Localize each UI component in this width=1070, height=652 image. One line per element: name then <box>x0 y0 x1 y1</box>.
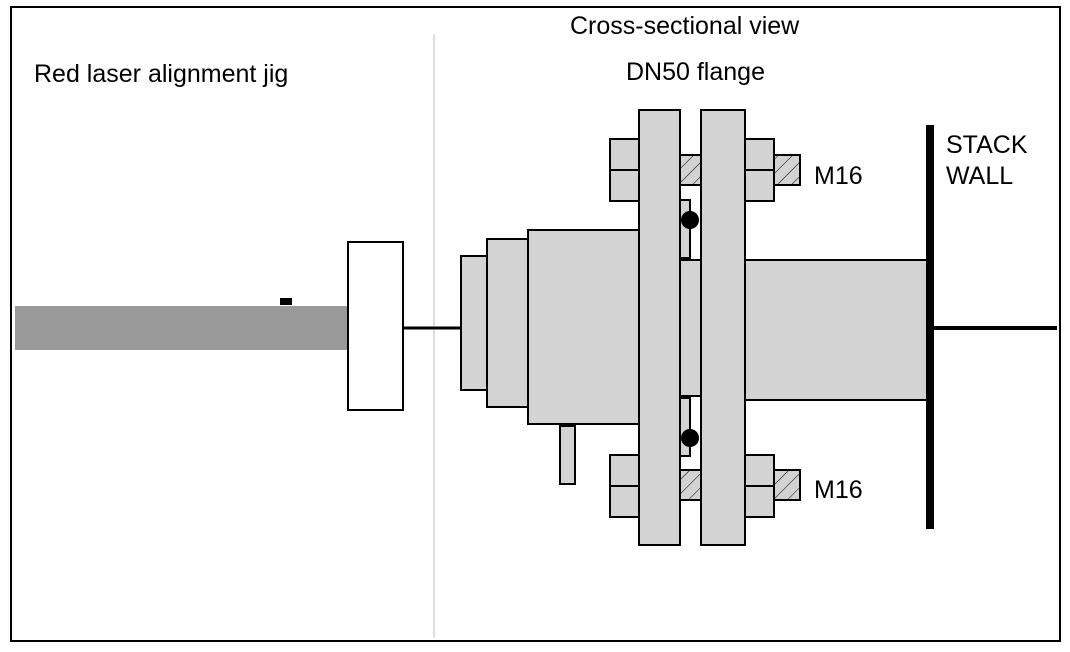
adapter-tab <box>559 425 576 485</box>
flange-label: DN50 flange <box>626 58 765 86</box>
bolt-label-bottom: M16 <box>814 476 863 504</box>
view-title: Cross-sectional view <box>570 12 800 40</box>
o-ring-top <box>681 211 699 229</box>
stack-pipe <box>744 259 929 401</box>
jig-label: Red laser alignment jig <box>34 60 289 88</box>
bolt-bottom <box>609 454 775 518</box>
jig-disc <box>347 241 404 411</box>
laser-jig <box>15 241 404 411</box>
adapter-step-1 <box>460 255 488 391</box>
flange-plate-right <box>700 109 746 546</box>
gasket-top <box>679 199 691 259</box>
adapter-body <box>460 229 641 485</box>
diagram-frame <box>10 6 1061 642</box>
flange-spigot <box>679 259 702 397</box>
bolt-top <box>609 138 775 202</box>
stack-wall-label-line1: STACK <box>946 131 1028 159</box>
flange-plate-left <box>638 109 681 546</box>
o-ring-bottom <box>681 429 699 447</box>
gasket-bottom <box>679 397 691 457</box>
stack-wall-label-line2: WALL <box>946 162 1014 190</box>
jig-marker <box>280 298 292 305</box>
stack-wall <box>926 125 934 529</box>
adapter-step-2 <box>486 238 529 408</box>
bolt-label-top: M16 <box>814 162 863 190</box>
jig-rod <box>15 306 404 350</box>
adapter-step-3 <box>527 229 641 425</box>
